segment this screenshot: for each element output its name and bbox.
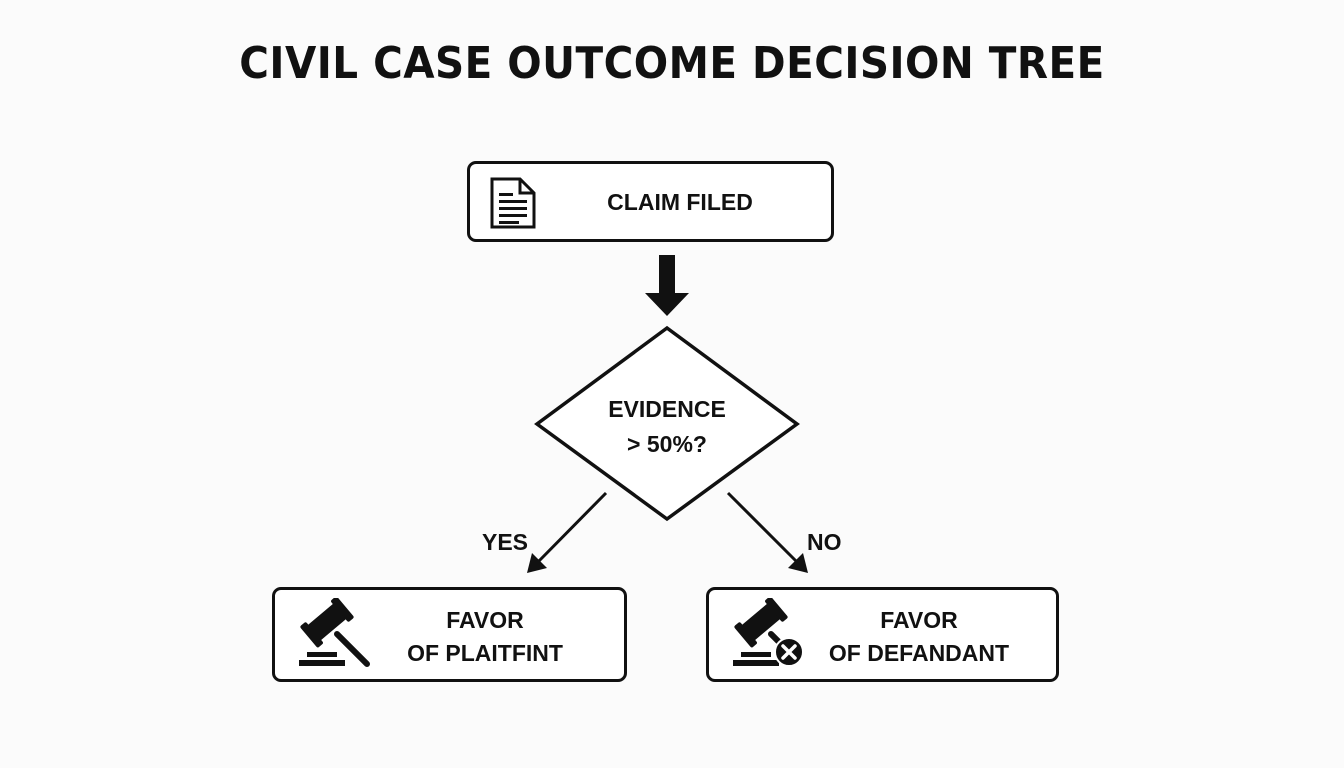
down-arrow (645, 255, 689, 316)
favor-defendant-line1: FAVOR (880, 607, 958, 633)
gavel-icon (287, 596, 377, 675)
no-arrow (726, 491, 808, 573)
document-icon (488, 176, 538, 235)
gavel-x-icon (721, 596, 811, 675)
yes-edge-label: YES (482, 529, 529, 555)
diagram-title: CIVIL CASE OUTCOME DECISION TREE (239, 38, 1105, 89)
favor-defendant-line2: OF DEFANDANT (828, 640, 1010, 666)
favor-plaintiff-line1: FAVOR (446, 607, 524, 633)
decision-label-line2: > 50%? (627, 431, 707, 457)
decision-diamond (534, 325, 800, 522)
favor-defendant-node: FAVOR OF DEFANDANT (706, 587, 1059, 682)
favor-defendant-label: FAVOR OF DEFANDANT (819, 604, 1019, 670)
no-edge-label: NO (807, 529, 842, 555)
claim-filed-label: CLAIM FILED (607, 189, 753, 215)
favor-plaintiff-node: FAVOR OF PLAITFINT (272, 587, 627, 682)
decision-node: EVIDENCE > 50%? (567, 392, 767, 462)
claim-filed-node: CLAIM FILED (467, 161, 834, 242)
favor-plaintiff-label: FAVOR OF PLAITFINT (385, 604, 585, 670)
favor-plaintiff-line2: OF PLAITFINT (407, 640, 563, 666)
decision-label-line1: EVIDENCE (608, 396, 726, 422)
yes-arrow (527, 491, 608, 573)
